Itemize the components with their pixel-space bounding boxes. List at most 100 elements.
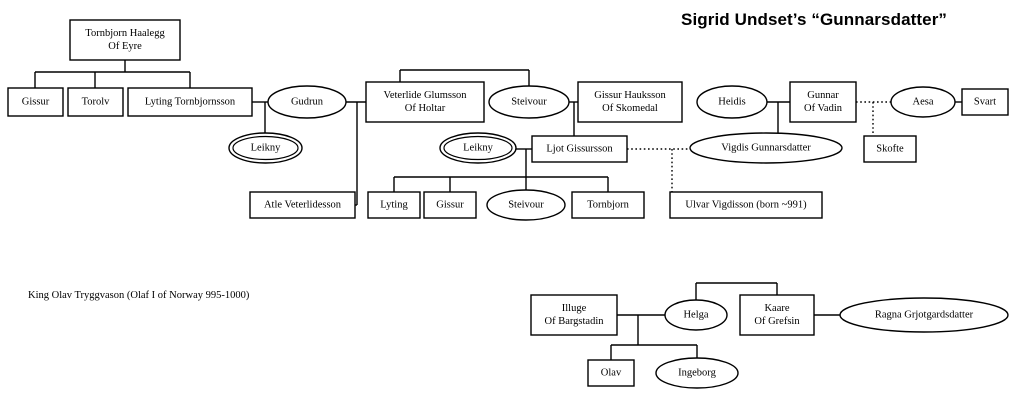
node-label: Of Eyre — [108, 41, 142, 52]
node-shape-box — [531, 135, 628, 163]
node-label: Heidis — [718, 96, 745, 107]
node-shape-box — [530, 294, 618, 336]
node-shape-ellipse — [689, 132, 843, 164]
page-title: Sigrid Undset’s “Gunnarsdatter” — [681, 10, 948, 29]
node-shape-ellipse — [439, 132, 517, 164]
node-label: Ulvar Vigdisson (born ~991) — [685, 199, 807, 210]
node-helga[interactable]: Helga — [664, 299, 728, 331]
node-shape-ellipse — [488, 85, 570, 119]
connector-layer — [34, 60, 962, 360]
node-gissur2[interactable]: Gissur — [423, 191, 477, 219]
node-torolv[interactable]: Torolv — [67, 87, 124, 117]
node-kaare_of_grefsin[interactable]: Kaare Of Grefsin — [739, 294, 815, 336]
node-shape-ellipse — [486, 189, 566, 221]
node-olav[interactable]: Olav — [587, 359, 635, 387]
node-shape-ellipse — [267, 85, 347, 119]
node-shape-box — [67, 87, 124, 117]
node-ragna_grjotgardsdatter[interactable]: Ragna Grjotgardsdatter — [839, 297, 1009, 333]
node-label: Of Bargstadin — [544, 316, 604, 327]
node-label: Tornbjorn — [587, 199, 630, 210]
node-ulvar_vigdisson[interactable]: Ulvar Vigdisson (born ~991) — [669, 191, 823, 219]
node-shape-box — [577, 81, 683, 123]
node-heidis[interactable]: Heidis — [696, 85, 768, 119]
node-shape-box — [365, 81, 485, 123]
node-label: Olav — [601, 367, 622, 378]
node-label: Gissur — [436, 199, 464, 210]
node-lyting2[interactable]: Lyting — [367, 191, 421, 219]
node-label: Torolv — [82, 96, 111, 107]
node-label: Veterlide Glumsson — [383, 90, 467, 101]
node-leikny1[interactable]: Leikny — [228, 132, 303, 164]
node-shape-ellipse — [839, 297, 1009, 333]
node-label: Ragna Grjotgardsdatter — [875, 309, 974, 320]
node-shape-box — [739, 294, 815, 336]
node-shape-box — [249, 191, 356, 219]
node-ljot_gissursson[interactable]: Ljot Gissursson — [531, 135, 628, 163]
node-tornbjorn2[interactable]: Tornbjorn — [571, 191, 645, 219]
node-label: Vigdis Gunnarsdatter — [721, 142, 811, 153]
node-shape-box — [789, 81, 857, 123]
node-label: Gissur Hauksson — [594, 90, 666, 101]
node-label: Of Skomedal — [602, 103, 658, 114]
node-label: Tornbjorn Haalegg — [85, 28, 165, 39]
node-label: Of Holtar — [405, 103, 446, 114]
node-label: Helga — [683, 309, 708, 320]
node-shape-box — [571, 191, 645, 219]
node-label: Aesa — [913, 96, 934, 107]
node-label: Gudrun — [291, 96, 324, 107]
node-label: Lyting Tornbjornsson — [145, 96, 236, 107]
node-gissur1[interactable]: Gissur — [7, 87, 64, 117]
node-illuge_of_bargstadin[interactable]: Illuge Of Bargstadin — [530, 294, 618, 336]
node-label: Skofte — [876, 143, 904, 154]
node-label: Steivour — [511, 96, 547, 107]
node-shape-box — [423, 191, 477, 219]
node-shape-ellipse-inner — [443, 135, 513, 161]
node-shape-ellipse — [228, 132, 303, 164]
node-label: Leikny — [463, 142, 493, 153]
node-label: Atle Veterlidesson — [264, 199, 342, 210]
node-label: Kaare — [764, 303, 789, 314]
node-shape-ellipse — [655, 357, 739, 389]
node-steivour2[interactable]: Steivour — [486, 189, 566, 221]
node-ingeborg[interactable]: Ingeborg — [655, 357, 739, 389]
node-shape-box — [669, 191, 823, 219]
node-label: Ingeborg — [678, 367, 716, 378]
node-label: Ljot Gissursson — [546, 143, 613, 154]
node-label: Lyting — [380, 199, 408, 210]
node-veterlide_glumsson[interactable]: Veterlide Glumsson Of Holtar — [365, 81, 485, 123]
node-lyting_tornbjornsson[interactable]: Lyting Tornbjornsson — [127, 87, 253, 117]
node-leikny2[interactable]: Leikny — [439, 132, 517, 164]
node-label: Of Grefsin — [754, 316, 800, 327]
node-skofte[interactable]: Skofte — [863, 135, 917, 163]
node-label: Gunnar — [807, 90, 839, 101]
node-atle_veterlidesson[interactable]: Atle Veterlidesson — [249, 191, 356, 219]
node-label: Illuge — [562, 303, 587, 314]
node-label: Steivour — [508, 199, 544, 210]
king-olav-note: King Olav Tryggvason (Olaf I of Norway 9… — [28, 290, 250, 301]
node-label: Gissur — [22, 96, 50, 107]
node-steivour1[interactable]: Steivour — [488, 85, 570, 119]
node-gissur_hauksson[interactable]: Gissur Hauksson Of Skomedal — [577, 81, 683, 123]
node-vigdis_gunnarsdatter[interactable]: Vigdis Gunnarsdatter — [689, 132, 843, 164]
node-shape-box — [863, 135, 917, 163]
node-shape-box — [69, 19, 181, 61]
node-aesa[interactable]: Aesa — [890, 86, 956, 118]
node-shape-box — [127, 87, 253, 117]
node-label: Leikny — [251, 142, 281, 153]
node-shape-ellipse — [890, 86, 956, 118]
node-shape-ellipse — [696, 85, 768, 119]
node-shape-box — [587, 359, 635, 387]
node-shape-ellipse-inner — [232, 135, 299, 161]
node-svart[interactable]: Svart — [961, 88, 1009, 116]
node-tornbjorn_haalegg[interactable]: Tornbjorn Haalegg Of Eyre — [69, 19, 181, 61]
node-shape-box — [961, 88, 1009, 116]
node-label: Of Vadin — [804, 103, 843, 114]
node-label: Svart — [974, 96, 996, 107]
node-gudrun[interactable]: Gudrun — [267, 85, 347, 119]
node-shape-box — [367, 191, 421, 219]
node-gunnar_of_vadin[interactable]: Gunnar Of Vadin — [789, 81, 857, 123]
node-shape-box — [7, 87, 64, 117]
